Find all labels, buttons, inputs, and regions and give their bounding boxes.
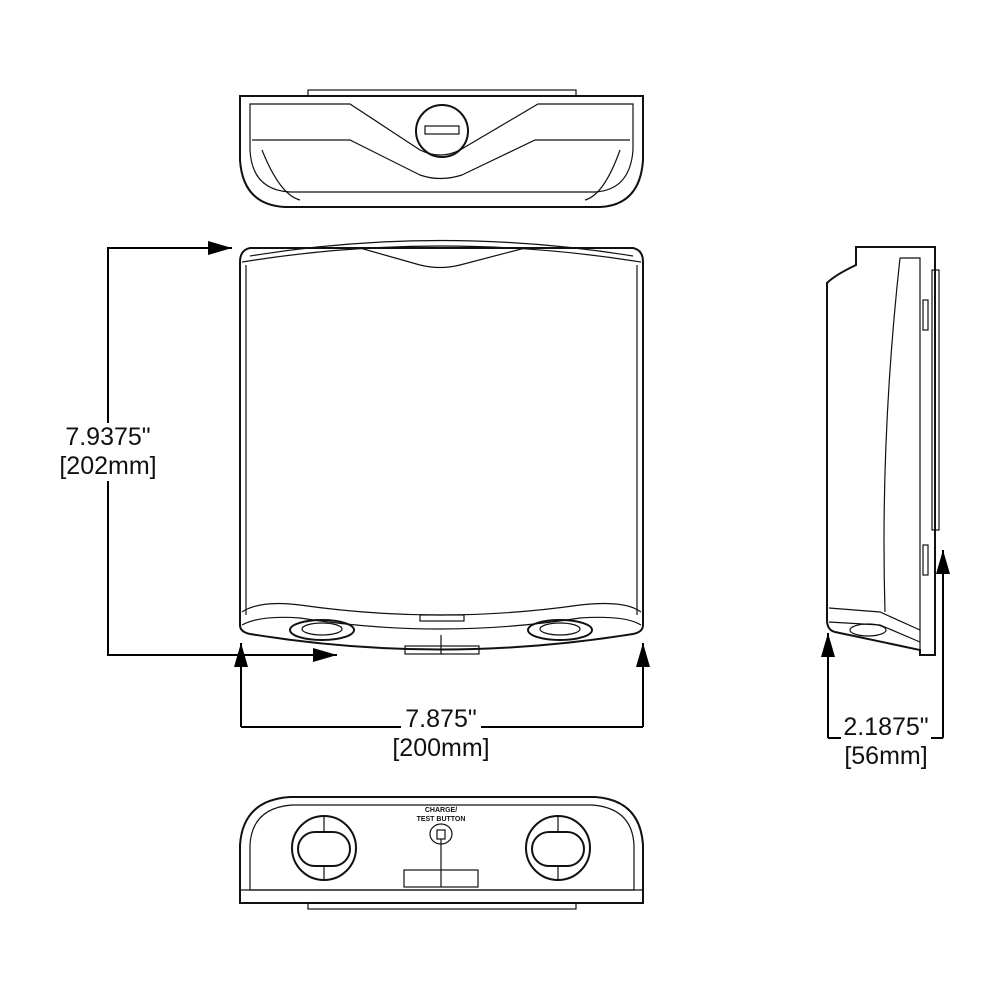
charge-label-line1: CHARGE/ xyxy=(424,807,458,814)
charge-test-button-label: CHARGE/ TEST BUTTON xyxy=(400,806,482,824)
side-view xyxy=(826,246,940,656)
width-mm: [200mm] xyxy=(392,734,490,762)
depth-dimension-lines xyxy=(821,550,950,739)
depth-inches: 2.1875" xyxy=(841,713,931,742)
height-inches: 7.9375" xyxy=(65,423,151,451)
charge-label-line2: TEST BUTTON xyxy=(416,816,466,823)
width-dimension-label: 7.875" [200mm] xyxy=(375,705,507,763)
height-dimension-label: 7.9375" [202mm] xyxy=(48,423,168,481)
height-mm: [202mm] xyxy=(59,452,157,480)
top-view xyxy=(239,89,644,208)
front-view xyxy=(239,239,644,655)
bottom-view xyxy=(239,796,644,910)
depth-dimension-label: 2.1875" [56mm] xyxy=(826,713,946,771)
width-inches: 7.875" xyxy=(401,705,481,734)
depth-mm: [56mm] xyxy=(844,742,928,770)
